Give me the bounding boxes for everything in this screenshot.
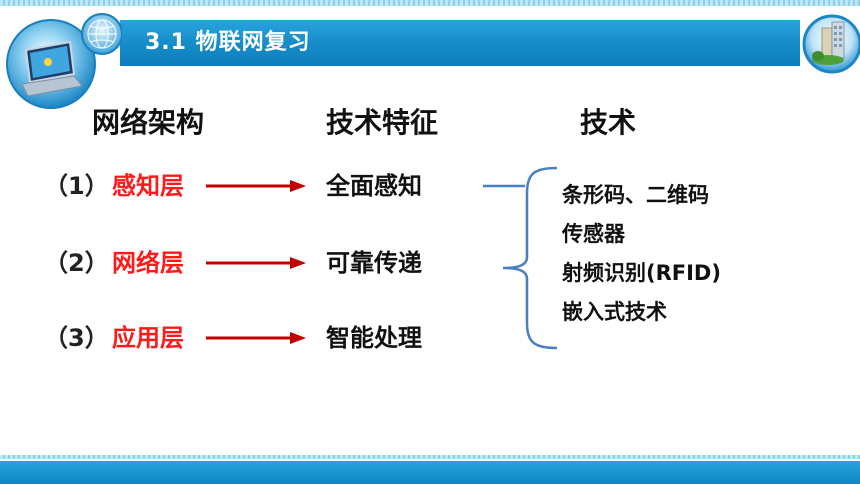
bottom-decor-stripe — [0, 455, 860, 459]
title-bar — [120, 20, 800, 66]
row-2-feature: 可靠传递 — [326, 249, 422, 277]
tech-item-rfid: 射频识别(RFID) — [562, 261, 721, 285]
campus-building-logo-icon — [802, 14, 860, 74]
row-1-arrow-icon — [206, 180, 306, 192]
row-1-number: （1） — [44, 172, 109, 200]
heading-network-architecture: 网络架构 — [92, 106, 205, 139]
tech-item-barcode: 条形码、二维码 — [562, 183, 709, 207]
footer-bar — [0, 461, 860, 484]
row-2-layer: 网络层 — [112, 249, 184, 277]
row-3-layer: 应用层 — [112, 324, 184, 352]
row-1-feature: 全面感知 — [326, 172, 422, 200]
row-3-number: （3） — [44, 324, 109, 352]
heading-technical-features: 技术特征 — [326, 106, 439, 139]
row-3-arrow-icon — [206, 332, 306, 344]
curly-brace-icon — [483, 166, 558, 350]
top-decor-stripe — [0, 0, 860, 6]
row-2-arrow-icon — [206, 257, 306, 269]
heading-technologies: 技术 — [580, 106, 637, 139]
tech-item-sensor: 传感器 — [562, 222, 625, 246]
row-2-number: （2） — [44, 249, 109, 277]
laptop-globe-logo-icon — [6, 13, 122, 109]
slide-title: 3.1 物联网复习 — [145, 30, 311, 55]
row-1-layer: 感知层 — [112, 172, 184, 200]
row-3-feature: 智能处理 — [326, 324, 422, 352]
tech-item-embedded: 嵌入式技术 — [562, 300, 667, 324]
